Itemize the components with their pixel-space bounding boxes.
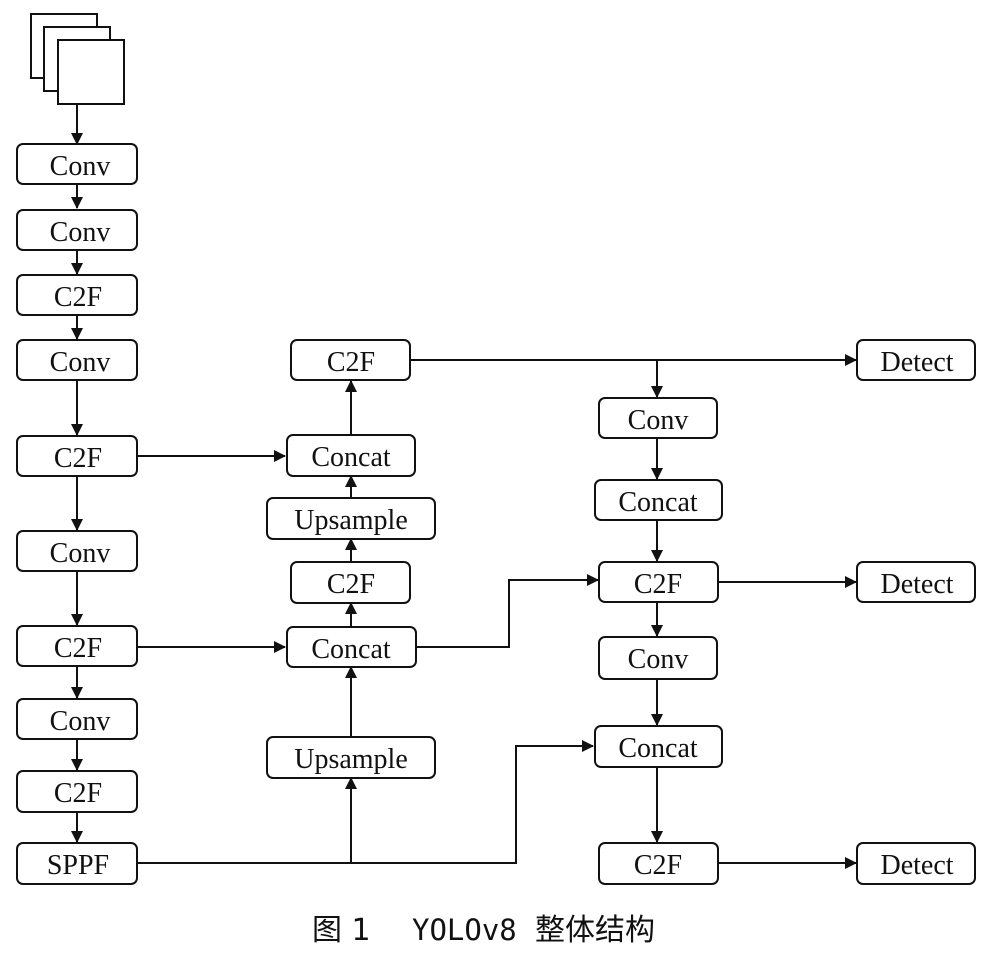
node-label: Detect [880,569,953,600]
node-label: Upsample [294,505,408,536]
node-label: C2F [634,850,682,881]
arrow-concat-to-c2f [416,574,599,648]
node-label: Conv [628,644,689,675]
node-detect: Detect [856,339,976,381]
connectors [71,104,857,869]
node-label: Conv [50,538,111,569]
node-label: Conv [50,706,111,737]
node-label: Detect [880,347,953,378]
node-label: C2F [54,633,102,664]
node-label: Upsample [294,744,408,775]
node-label: Conv [50,217,111,248]
node-conv: Conv [598,636,718,680]
node-detect: Detect [856,842,976,885]
figure-caption: 图 1 YOLOv8 整体结构 [312,913,655,948]
node-label: Detect [880,850,953,881]
node-upsample: Upsample [266,736,436,779]
figure-label: 图 1 [312,913,371,948]
node-c2f: C2F [290,561,411,604]
node-label: Concat [618,487,698,518]
node-label: Conv [50,347,111,378]
node-label: C2F [54,282,102,313]
node-c2f: C2F [16,274,138,316]
arrow-sppf-to-concat [351,740,594,864]
node-sppf: SPPF [16,842,138,885]
node-conv: Conv [598,397,718,439]
node-upsample: Upsample [266,497,436,540]
node-concat: Concat [594,479,723,521]
node-label: C2F [54,778,102,809]
node-c2f: C2F [598,561,719,603]
node-concat: Concat [594,725,723,768]
model-name: YOLOv8 [412,913,517,947]
node-label: C2F [327,347,375,378]
node-conv: Conv [16,339,138,381]
node-c2f: C2F [16,435,138,477]
node-label: SPPF [47,850,109,881]
node-c2f: C2F [16,770,138,813]
node-conv: Conv [16,209,138,251]
caption-title: 整体结构 [535,913,655,948]
node-conv: Conv [16,143,138,185]
node-label: C2F [634,569,682,600]
node-conv: Conv [16,530,138,572]
node-label: Concat [618,733,698,764]
node-label: Concat [311,634,391,665]
image-stack-icon [30,13,125,105]
node-label: Conv [628,405,689,436]
node-label: Conv [50,151,111,182]
node-c2f: C2F [16,625,138,667]
node-c2f: C2F [598,842,719,885]
node-concat: Concat [286,434,416,477]
node-conv: Conv [16,698,138,740]
node-label: C2F [327,569,375,600]
node-label: Concat [311,442,391,473]
node-detect: Detect [856,561,976,603]
node-label: C2F [54,443,102,474]
node-concat: Concat [286,626,417,668]
node-c2f: C2F [290,339,411,381]
nodes: Conv Conv C2F Conv C2F Conv C2F Conv [16,143,976,885]
